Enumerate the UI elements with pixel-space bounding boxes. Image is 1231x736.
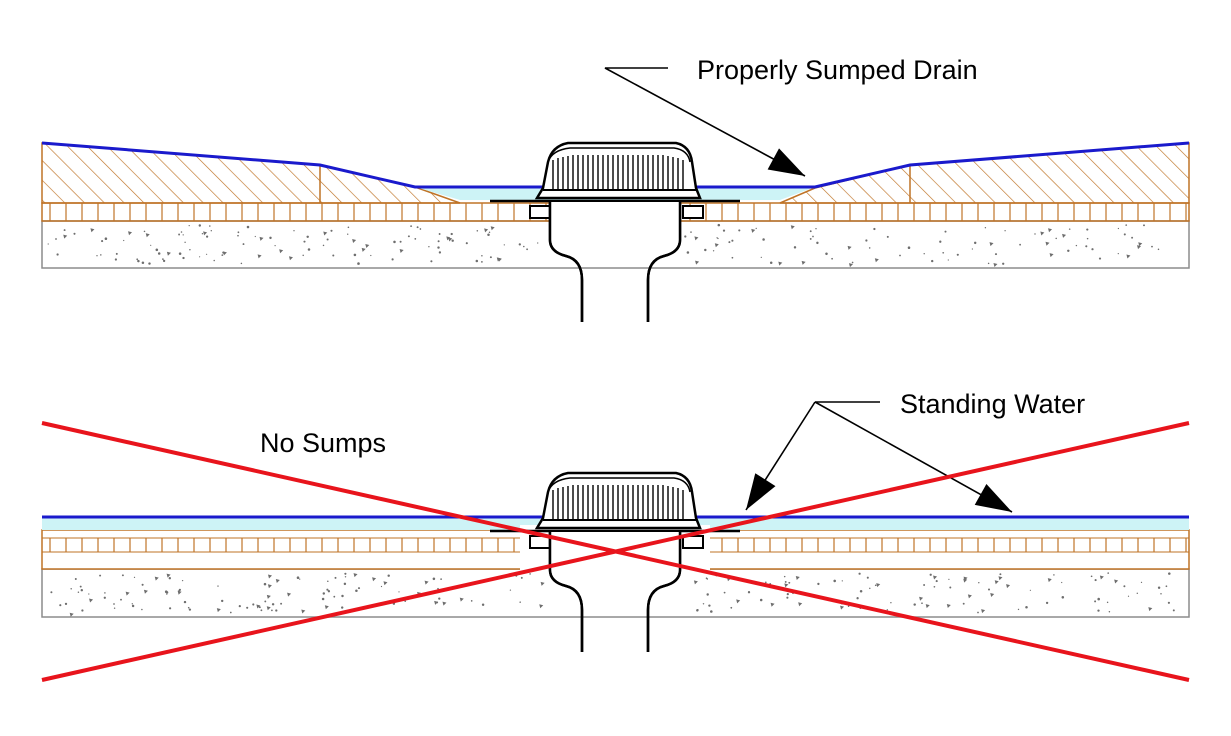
leader-arrow-icon [745, 401, 1013, 513]
crossout-icon [41, 421, 1190, 682]
unsumped-roof-section [41, 471, 1190, 654]
concrete-deck [41, 568, 1190, 618]
tapered-insulation-right [779, 142, 1190, 204]
label-properly-sumped-drain: Properly Sumped Drain [697, 55, 978, 85]
concrete-aggregate [47, 223, 1160, 268]
label-no-sumps: No Sumps [260, 428, 386, 458]
sumped-roof-section [41, 141, 1190, 324]
roof-drain-icon [488, 471, 742, 654]
leader-arrow-icon [604, 67, 806, 177]
concrete-aggregate [50, 572, 1175, 617]
label-standing-water: Standing Water [900, 389, 1085, 419]
tapered-insulation-left [41, 142, 461, 204]
